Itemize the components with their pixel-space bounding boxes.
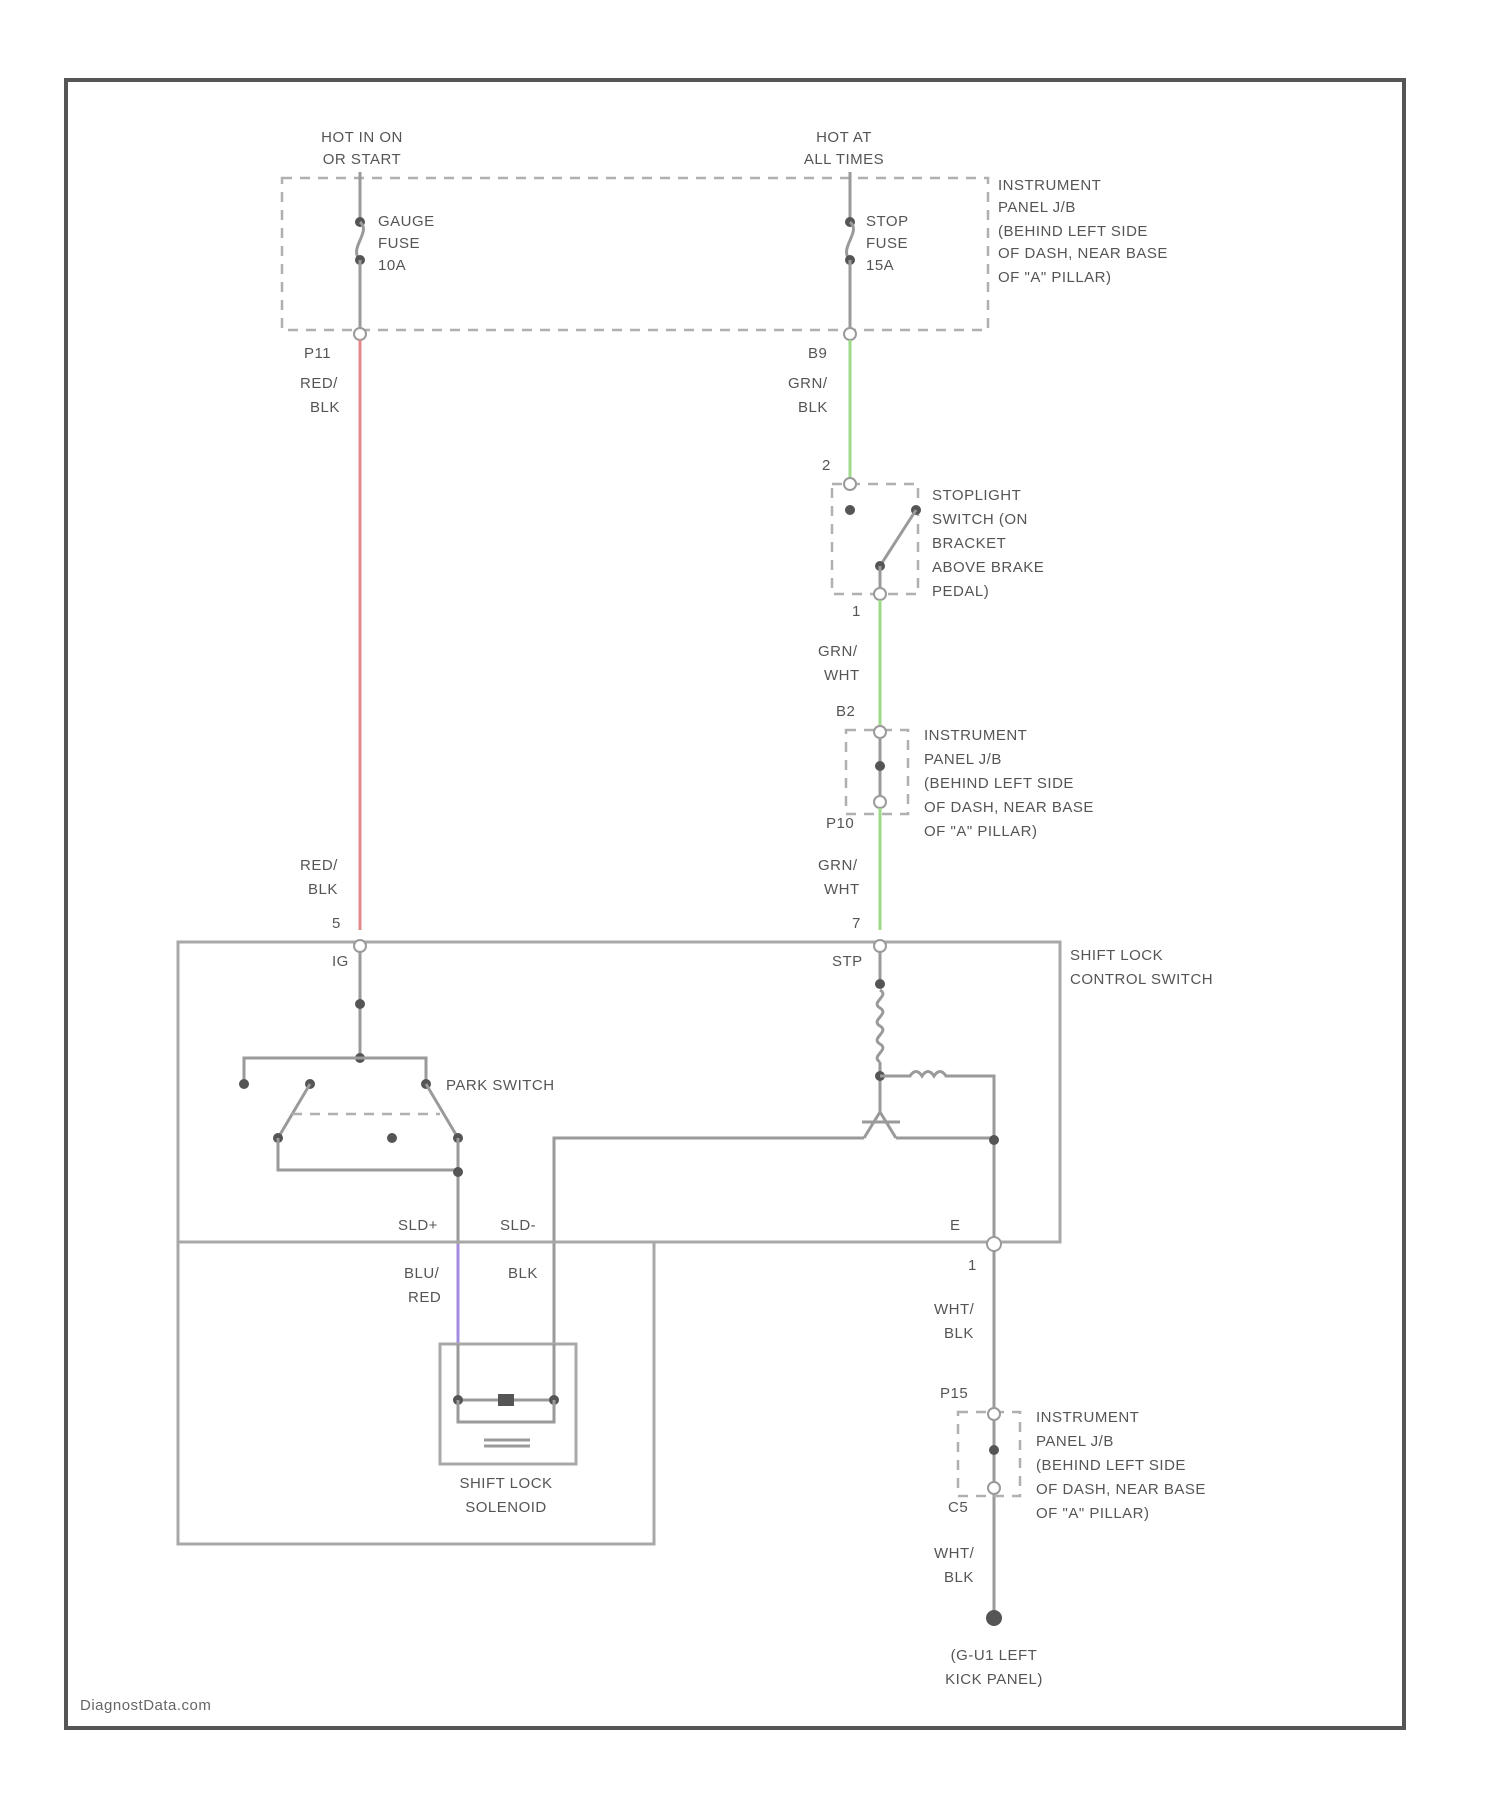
pin-p15: P15	[940, 1385, 968, 1402]
right-source-label-2: ALL TIMES	[804, 151, 884, 168]
svg-text:KICK PANEL): KICK PANEL)	[945, 1671, 1043, 1688]
junction-block-top-outline	[282, 178, 988, 330]
connector-e	[987, 1237, 1001, 1251]
wht-blk-label: WHT/	[934, 1301, 975, 1318]
svg-text:OF "A" PILLAR): OF "A" PILLAR)	[1036, 1505, 1150, 1522]
pin-p10: P10	[826, 815, 854, 832]
pin-b9: B9	[808, 345, 827, 362]
svg-text:PANEL J/B: PANEL J/B	[1036, 1433, 1114, 1450]
blu-red-label-2: RED	[408, 1289, 441, 1306]
connector-p11	[354, 328, 366, 340]
pin-b2: B2	[836, 703, 855, 720]
terminal-sld-minus-label: SLD-	[500, 1217, 536, 1234]
connector-stoplight-in	[844, 478, 856, 490]
stop-fuse-label-2: FUSE	[866, 235, 908, 252]
terminal-stp-label: STP	[832, 953, 863, 970]
terminal-sld-plus-label: SLD+	[398, 1217, 438, 1234]
grn-blk-label-2: BLK	[798, 399, 828, 416]
svg-text:OF DASH, NEAR BASE: OF DASH, NEAR BASE	[924, 799, 1094, 816]
left-source-label-2: OR START	[323, 151, 401, 168]
ground-location-label: (G-U1 LEFT KICK PANEL)	[945, 1647, 1043, 1688]
svg-text:(G-U1 LEFT: (G-U1 LEFT	[951, 1647, 1038, 1664]
grn-wht-label-bottom-2: WHT	[824, 881, 860, 898]
shift-lock-control-switch-box	[178, 942, 1060, 1242]
red-blk-label-top: RED/	[300, 375, 338, 392]
connector-p15	[988, 1408, 1000, 1420]
connector-stp	[874, 940, 886, 952]
svg-text:PANEL J/B: PANEL J/B	[998, 199, 1076, 216]
wht-blk-label-bottom: WHT/	[934, 1545, 975, 1562]
svg-text:OF "A" PILLAR): OF "A" PILLAR)	[924, 823, 1038, 840]
wht-blk-label-2: BLK	[944, 1325, 974, 1342]
shift-lock-solenoid-label: SHIFT LOCK SOLENOID	[459, 1475, 552, 1516]
left-source-label: HOT IN ON	[321, 129, 403, 146]
wht-blk-label-bottom-2: BLK	[944, 1569, 974, 1586]
gauge-fuse-rating: 10A	[378, 257, 406, 274]
svg-text:PANEL J/B: PANEL J/B	[924, 751, 1002, 768]
terminal-e-label: E	[950, 1217, 961, 1234]
grn-blk-label: GRN/	[788, 375, 828, 392]
terminal-ig-label: IG	[332, 953, 349, 970]
pin-p11: P11	[304, 345, 331, 362]
svg-text:SHIFT LOCK: SHIFT LOCK	[1070, 947, 1163, 964]
svg-text:SWITCH (ON: SWITCH (ON	[932, 511, 1028, 528]
pin-c5: C5	[948, 1499, 968, 1516]
pin-7: 7	[852, 915, 861, 932]
stop-fuse-rating: 15A	[866, 257, 894, 274]
svg-text:STOPLIGHT: STOPLIGHT	[932, 487, 1021, 504]
junction-block-mid-label: INSTRUMENT PANEL J/B (BEHIND LEFT SIDE O…	[924, 727, 1094, 840]
junction-block-bottom-label: INSTRUMENT PANEL J/B (BEHIND LEFT SIDE O…	[1036, 1409, 1206, 1522]
red-blk-label-bottom: RED/	[300, 857, 338, 874]
gauge-fuse-label-2: FUSE	[378, 235, 420, 252]
svg-text:(BEHIND LEFT SIDE: (BEHIND LEFT SIDE	[924, 775, 1074, 792]
ground-point	[986, 1610, 1002, 1626]
red-blk-label-top-2: BLK	[310, 399, 340, 416]
svg-text:OF DASH, NEAR BASE: OF DASH, NEAR BASE	[998, 245, 1168, 262]
svg-text:ABOVE BRAKE: ABOVE BRAKE	[932, 559, 1044, 576]
svg-text:INSTRUMENT: INSTRUMENT	[998, 177, 1101, 194]
grn-wht-label-bottom: GRN/	[818, 857, 858, 874]
right-source-label: HOT AT	[816, 129, 872, 146]
footer-watermark: DiagnostData.com	[80, 1697, 211, 1714]
blk-label: BLK	[508, 1265, 538, 1282]
shift-lock-control-switch-label: SHIFT LOCK CONTROL SWITCH	[1070, 947, 1213, 988]
blu-red-label: BLU/	[404, 1265, 440, 1282]
svg-text:INSTRUMENT: INSTRUMENT	[1036, 1409, 1139, 1426]
grn-wht-label: GRN/	[818, 643, 858, 660]
stop-fuse-label: STOP	[866, 213, 909, 230]
svg-text:(BEHIND LEFT SIDE: (BEHIND LEFT SIDE	[1036, 1457, 1186, 1474]
junction-block-top-label: INSTRUMENT PANEL J/B (BEHIND LEFT SIDE O…	[998, 177, 1168, 286]
connector-b2	[874, 726, 886, 738]
stoplight-switch-label: STOPLIGHT SWITCH (ON BRACKET ABOVE BRAKE…	[932, 487, 1044, 600]
red-blk-label-bottom-2: BLK	[308, 881, 338, 898]
svg-text:(BEHIND LEFT SIDE: (BEHIND LEFT SIDE	[998, 223, 1148, 240]
svg-text:PEDAL): PEDAL)	[932, 583, 989, 600]
connector-c5	[988, 1482, 1000, 1494]
svg-text:CONTROL SWITCH: CONTROL SWITCH	[1070, 971, 1213, 988]
svg-text:INSTRUMENT: INSTRUMENT	[924, 727, 1027, 744]
connector-ig	[354, 940, 366, 952]
svg-text:SHIFT LOCK: SHIFT LOCK	[459, 1475, 552, 1492]
svg-text:OF DASH, NEAR BASE: OF DASH, NEAR BASE	[1036, 1481, 1206, 1498]
pin-stoplight-in: 2	[822, 457, 831, 474]
connector-p10	[874, 796, 886, 808]
connector-stoplight-out	[874, 588, 886, 600]
svg-text:BRACKET: BRACKET	[932, 535, 1006, 552]
pin-stoplight-out: 1	[852, 603, 861, 620]
gauge-fuse-label: GAUGE	[378, 213, 435, 230]
svg-text:SOLENOID: SOLENOID	[465, 1499, 547, 1516]
pin-5: 5	[332, 915, 341, 932]
shift-lock-solenoid-box	[178, 1242, 654, 1544]
connector-b9	[844, 328, 856, 340]
stoplight-switch-outline	[832, 484, 918, 594]
grn-wht-label-2: WHT	[824, 667, 860, 684]
pin-ground-top: 1	[968, 1257, 977, 1274]
svg-text:OF "A" PILLAR): OF "A" PILLAR)	[998, 269, 1112, 286]
park-switch-label: PARK SWITCH	[446, 1077, 555, 1094]
